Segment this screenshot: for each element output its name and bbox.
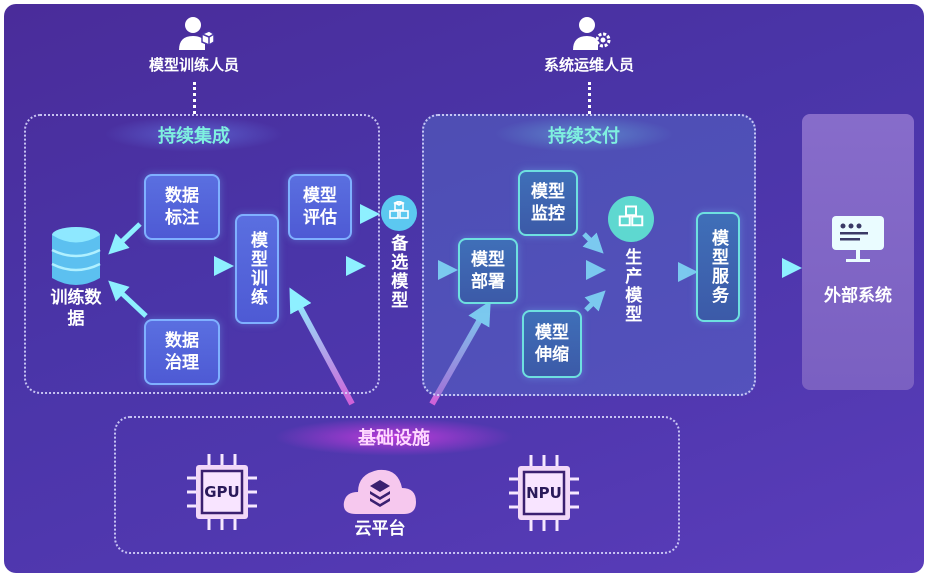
node-data-labeling-label: 数据标注 [165, 185, 199, 228]
arrow-governance-to-data [108, 280, 148, 318]
person-model-trainer: 模型训练人员 [134, 16, 254, 75]
node-model-scaling-label: 模型伸缩 [535, 322, 569, 365]
database-icon [50, 226, 102, 292]
node-model-deployment-label: 模型部署 [471, 249, 505, 292]
gpu-chip-icon: GPU [187, 454, 257, 530]
infra-region [114, 416, 680, 554]
person-system-ops: 系统运维人员 [524, 16, 654, 75]
node-model-scaling[interactable]: 模型伸缩 [522, 310, 582, 378]
gpu-label: GPU [204, 483, 240, 501]
training-data-label: 训练数据 [50, 288, 102, 330]
person-model-trainer-label: 模型训练人员 [148, 56, 239, 74]
candidate-model-label: 备选模型 [387, 234, 408, 310]
ci-title-glow [104, 116, 284, 152]
arrow-labeling-to-data [108, 222, 142, 255]
arrow-infra-to-deploy [429, 300, 491, 406]
external-system-label: 外部系统 [824, 286, 892, 306]
arrow-infra-to-training [289, 287, 355, 406]
node-model-evaluation[interactable]: 模型评估 [288, 174, 352, 240]
arrow-monitor-to-prod [582, 232, 604, 254]
node-model-monitoring[interactable]: 模型监控 [518, 170, 578, 236]
ops-connector [588, 82, 591, 114]
node-data-governance[interactable]: 数据治理 [144, 319, 220, 385]
user-gear-icon [571, 16, 611, 52]
monitor-icon [830, 214, 886, 270]
production-model-label: 生产模型 [621, 248, 642, 324]
cloud-platform-label: 云平台 [354, 519, 406, 539]
candidate-model-badge [381, 195, 417, 231]
node-data-governance-label: 数据治理 [165, 330, 199, 373]
cubes-icon [618, 205, 644, 227]
node-model-training-label: 模型训练 [247, 231, 268, 307]
infra-title-glow [274, 418, 514, 456]
production-model-badge [608, 196, 654, 242]
node-model-training[interactable]: 模型训练 [235, 214, 279, 324]
arrow-scaling-to-prod [584, 290, 606, 312]
npu-chip-icon: NPU [509, 455, 579, 531]
arrows-layer [108, 204, 802, 406]
ci-title: 持续集成 [158, 126, 230, 147]
node-model-service-label: 模型服务 [708, 229, 729, 305]
cloud-icon [342, 466, 418, 520]
diagram-canvas: 模型训练人员 系统运维人员 持续集成 训练数据 数据标注 数据治理 [4, 4, 924, 573]
node-model-service[interactable]: 模型服务 [696, 212, 740, 322]
trainer-connector [193, 82, 196, 114]
npu-label: NPU [526, 484, 562, 502]
person-system-ops-label: 系统运维人员 [543, 56, 634, 74]
ci-region [24, 114, 380, 394]
cubes-icon [389, 201, 409, 219]
node-model-evaluation-label: 模型评估 [303, 185, 337, 228]
node-data-labeling[interactable]: 数据标注 [144, 174, 220, 240]
infra-title: 基础设施 [358, 428, 430, 449]
user-cube-icon [176, 16, 215, 52]
cd-title: 持续交付 [548, 126, 620, 147]
node-model-monitoring-label: 模型监控 [531, 181, 565, 224]
cd-title-glow [494, 116, 674, 152]
node-model-deployment[interactable]: 模型部署 [458, 238, 518, 304]
